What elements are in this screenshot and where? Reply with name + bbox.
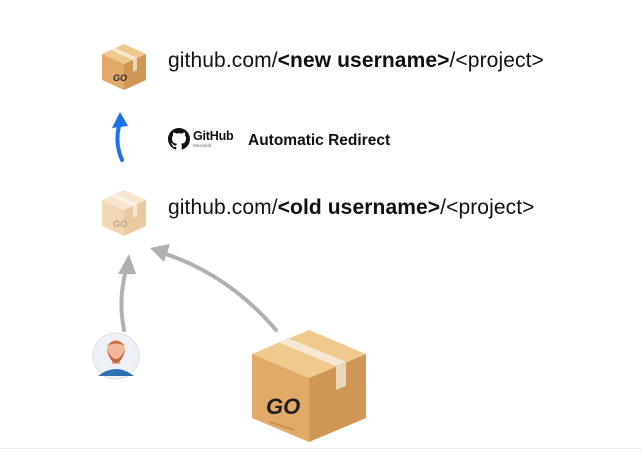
new-repo-url: github.com/<new username>/<project> [168, 49, 544, 73]
github-wordmark: GitHub [193, 129, 234, 143]
old-repo-url: github.com/<old username>/<project> [168, 196, 535, 220]
go-box-label: GO [266, 394, 300, 419]
old-box-go-label: GO [113, 219, 127, 229]
github-byline: Microsoft [193, 142, 212, 148]
old-url-prefix: github.com/ [168, 196, 278, 219]
avatar-arrowhead-icon [118, 254, 136, 274]
new-package-box-icon: GO [102, 44, 146, 90]
redirect-arrow-icon [112, 112, 128, 162]
go-package-box-icon: GO [252, 330, 366, 442]
redirect-label: Automatic Redirect [248, 132, 391, 149]
old-url-suffix: /<project> [440, 196, 535, 219]
package-reference-arrow [164, 252, 278, 332]
bottom-divider [0, 448, 642, 449]
github-octocat-icon [168, 128, 190, 150]
developer-avatar-icon [92, 332, 140, 380]
new-box-go-label: GO [113, 73, 127, 83]
avatar-reference-arrow [119, 268, 128, 332]
new-username-placeholder: <new username> [277, 49, 450, 72]
old-username-placeholder: <old username> [277, 196, 441, 219]
github-logo: GitHub Microsoft [168, 128, 234, 150]
new-url-prefix: github.com/ [168, 49, 278, 72]
old-package-box-icon: GO [102, 190, 146, 236]
package-arrowhead-icon [150, 244, 170, 262]
new-url-suffix: /<project> [449, 49, 544, 72]
